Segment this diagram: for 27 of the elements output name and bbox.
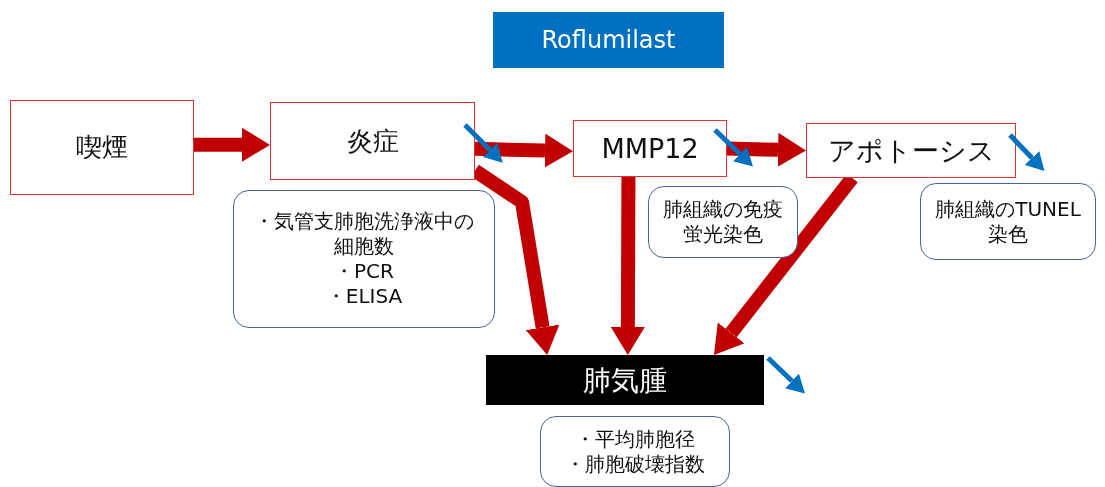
- title-box: [493, 12, 724, 68]
- process-box: [10, 100, 194, 195]
- process-box: [806, 123, 1016, 178]
- outcome-box: [486, 355, 764, 405]
- node-label: 肺組織のTUNEL染色: [935, 196, 1081, 247]
- method-box: [233, 190, 495, 328]
- process-box: [573, 120, 727, 177]
- method-box: [920, 183, 1096, 260]
- node-label: 肺気腫: [583, 362, 667, 398]
- node-label: 喫煙: [76, 131, 128, 164]
- node-label: 炎症: [346, 124, 399, 158]
- arrow: [193, 127, 270, 162]
- node-label: ・平均肺胞径: [575, 426, 695, 452]
- node-label: ・気管支肺胞洗浄液中の細胞数: [253, 209, 475, 259]
- node-label: ・ELISA: [325, 284, 403, 309]
- process-box: [270, 102, 475, 180]
- node-label: 肺組織の免疫蛍光染色: [663, 197, 783, 247]
- arrow: [610, 176, 645, 355]
- node-label: ・PCR: [334, 259, 394, 284]
- node-label: ・肺胞破壊指数: [565, 451, 705, 477]
- method-box: [648, 186, 798, 258]
- node-label: アポトーシス: [827, 133, 995, 168]
- node-label: Roflumilast: [541, 25, 676, 55]
- arrow: [474, 133, 573, 168]
- method-box: [540, 416, 730, 487]
- arrow: [726, 132, 806, 167]
- node-label: MMP12: [601, 131, 699, 166]
